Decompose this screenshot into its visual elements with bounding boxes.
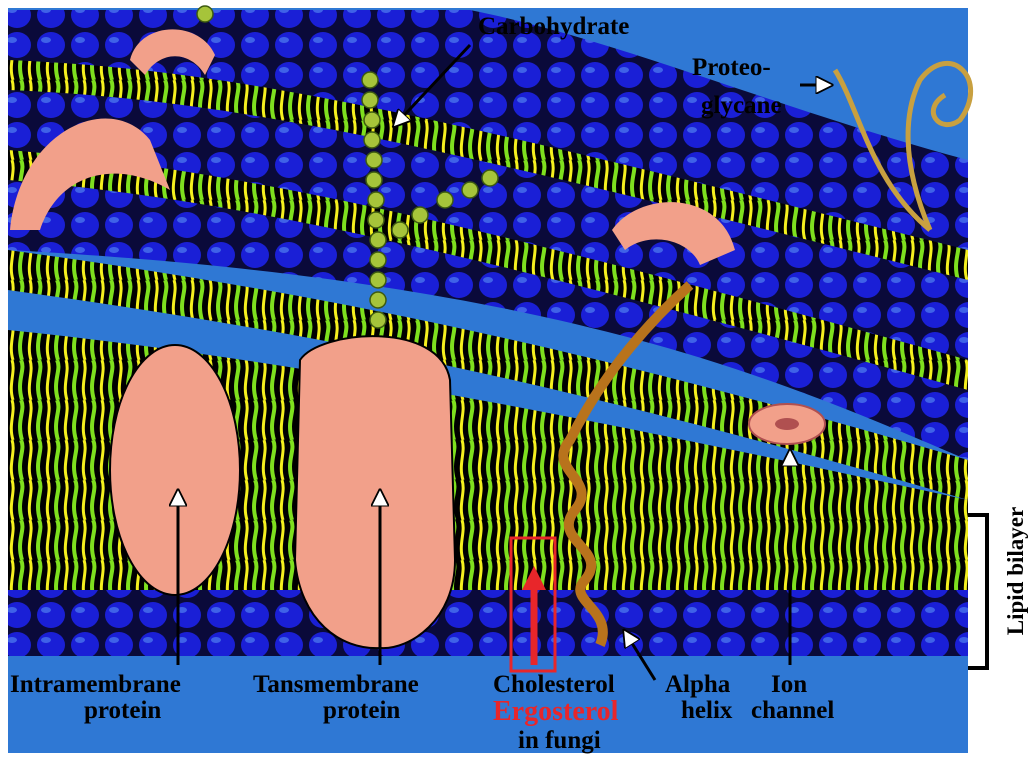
label-ergosterol: Ergosterol bbox=[493, 698, 618, 726]
label-transmembrane-2: protein bbox=[323, 698, 400, 723]
label-intramembrane-2: protein bbox=[84, 698, 161, 723]
lower-head-row bbox=[8, 590, 968, 656]
label-ion-2: channel bbox=[751, 698, 834, 723]
label-cholesterol: Cholesterol bbox=[493, 672, 615, 697]
label-lipid-bilayer: Lipid bilayer bbox=[1004, 486, 1027, 656]
label-transmembrane-1: Tansmembrane bbox=[253, 672, 419, 697]
label-carbohydrate: Carbohydrate bbox=[478, 14, 629, 39]
label-proteoglycane-1: Proteo- bbox=[692, 55, 771, 80]
label-intramembrane-1: Intramembrane bbox=[10, 672, 181, 697]
label-ion-1: Ion bbox=[771, 672, 807, 697]
label-alpha-1: Alpha bbox=[665, 672, 730, 697]
label-in-fungi: in fungi bbox=[518, 728, 601, 753]
intramembrane-protein bbox=[110, 345, 240, 595]
ion-channel bbox=[749, 404, 825, 444]
label-alpha-2: helix bbox=[681, 698, 732, 723]
label-proteoglycane-2: glycane bbox=[701, 93, 782, 118]
bracket-icon bbox=[968, 515, 987, 668]
transmembrane-protein bbox=[295, 336, 455, 648]
